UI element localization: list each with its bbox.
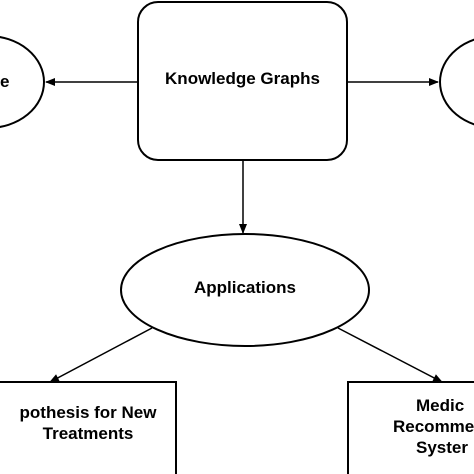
left-oval-node (0, 36, 45, 128)
medical-label-line1: Medic (416, 396, 465, 415)
medical-node (347, 381, 474, 474)
left-oval-label: e (0, 72, 10, 91)
arrow-to-hypothesis (49, 327, 153, 383)
right-oval-node (439, 38, 474, 126)
hypothesis-label-line2: Treatments (42, 424, 134, 443)
medical-label-line2: Recomme (393, 417, 474, 436)
applications-label: Applications (193, 278, 296, 297)
arrow-to-medical (337, 327, 443, 383)
applications-node (120, 233, 370, 347)
hypothesis-label-line1: pothesis for New (19, 403, 157, 422)
medical-label-line3: Syster (416, 438, 468, 457)
hypothesis-node (0, 381, 177, 474)
knowledge-graphs-label: Knowledge Graphs (165, 69, 320, 88)
